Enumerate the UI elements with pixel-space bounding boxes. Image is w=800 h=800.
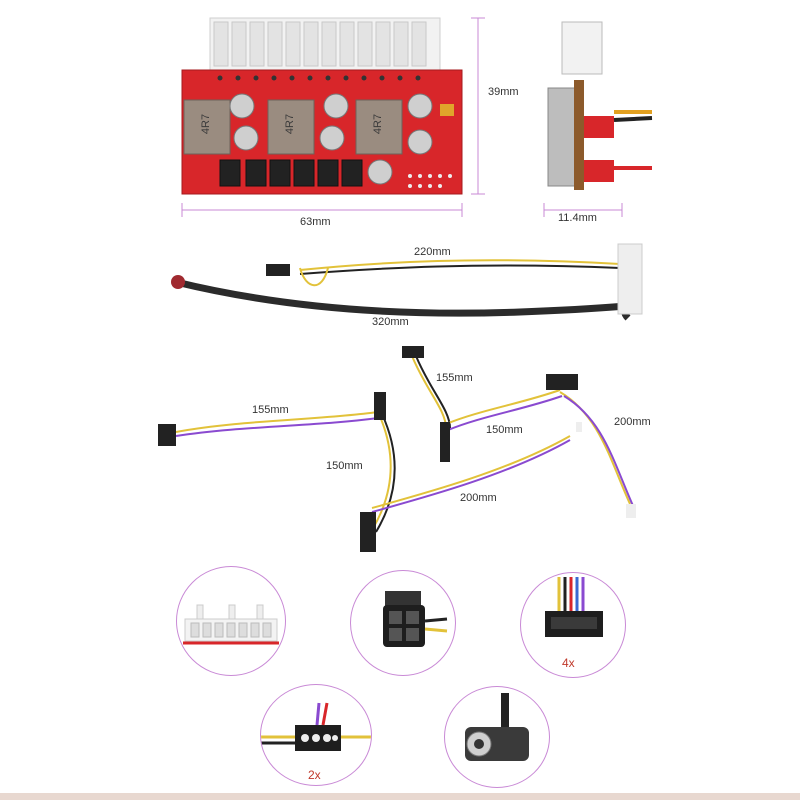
dimension-height: 39mm [488,86,519,98]
dimension-width: 63mm [300,216,331,228]
cable-length-155-b: 155mm [436,372,473,384]
cable-length-320: 320mm [372,316,409,328]
connector-24pin-closeup [176,566,286,676]
connector-dcjack-closeup [444,686,550,788]
inductor-mark-c: 4R7 [372,113,385,135]
side-view [547,21,653,190]
inductor-mark-b: 4R7 [284,113,297,135]
dimension-depth: 11.4mm [558,212,597,224]
cable-sata [175,355,635,533]
cable-length-200-a: 200mm [614,416,651,428]
atx-header [209,17,441,71]
cable-length-155-a: 155mm [252,404,289,416]
cable-length-200-b: 200mm [460,492,497,504]
cable-length-220: 220mm [414,246,451,258]
connector-molex-closeup [260,684,372,786]
cable-length-150-a: 150mm [326,460,363,472]
connector-4pin-closeup [350,570,456,676]
inductor-mark-a: 4R7 [200,113,213,135]
molex-quantity: 2x [308,768,321,782]
sata-quantity: 4x [562,656,575,670]
cable-cpu [171,243,643,321]
footer-strip [0,793,800,800]
cable-length-150-b: 150mm [486,424,523,436]
connector-sata-closeup [520,572,626,678]
